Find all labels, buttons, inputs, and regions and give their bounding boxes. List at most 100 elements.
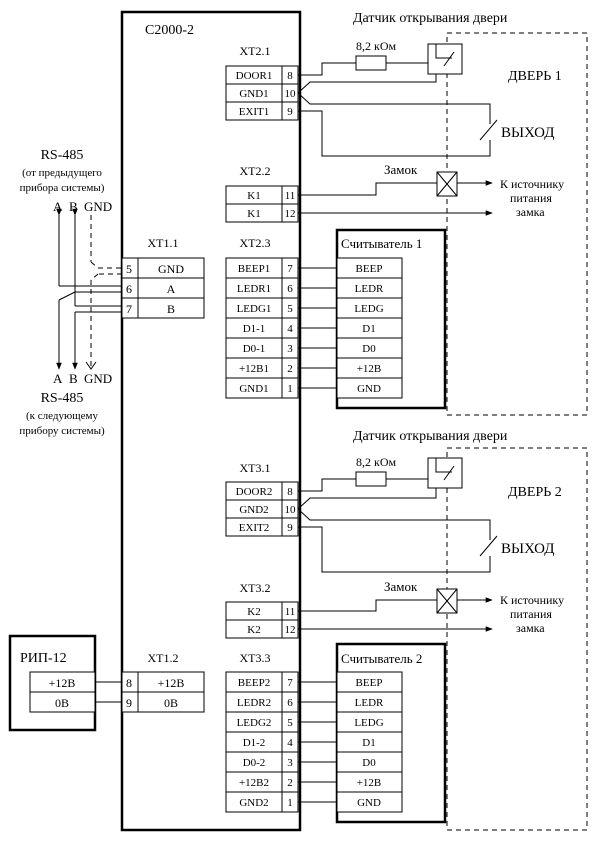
xt32-title: XT3.2	[240, 581, 271, 595]
xt12-label: +12В	[158, 676, 185, 690]
door1-exit-switch	[479, 119, 498, 141]
door1-power-3: замка	[516, 205, 545, 219]
door2-section: Датчик открывания двери ДВЕРЬ 2 XT3.1 DO…	[225, 429, 588, 831]
door1-label: ДВЕРЬ 1	[508, 69, 562, 84]
reader1-label: D1	[362, 323, 375, 335]
xt23-label: LEDR1	[237, 283, 271, 295]
reader2-label: BEEP	[356, 677, 383, 689]
xt33-label: D0-2	[243, 757, 266, 769]
reader1-title: Считыватель 1	[341, 236, 422, 251]
xt33-num: 5	[287, 717, 293, 729]
xt33-num: 3	[287, 757, 293, 769]
xt31-num: 9	[287, 522, 293, 534]
rs485-top-sub-2: прибора системы)	[20, 182, 105, 194]
xt33-label: +12В2	[239, 777, 269, 789]
rip12-terminals: +12В 0В	[29, 671, 96, 713]
xt33-label: LEDG2	[237, 717, 272, 729]
xt12-title: XT1.2	[148, 651, 179, 665]
xt31-num: 8	[287, 486, 293, 498]
xt12-block: 8 +12В 9 0В	[121, 671, 205, 713]
xt21-label: DOOR1	[236, 70, 273, 82]
xt11-num: 5	[126, 262, 132, 276]
xt23-rows: BEEP1 7 LEDR1 6 LEDG1 5 D1-1 4 D0-1 3 +1…	[225, 257, 299, 399]
xt32-label: K2	[247, 624, 260, 636]
reader1-label: GND	[357, 383, 381, 395]
xt31-label: DOOR2	[236, 486, 273, 498]
rs485-top-b: B	[69, 199, 78, 214]
xt22-num: 11	[285, 190, 296, 202]
door1-resistor-label: 8,2 кОм	[356, 39, 396, 53]
reader2-label: +12В	[357, 777, 382, 789]
xt32-num: 12	[285, 624, 296, 636]
xt31-label: EXIT2	[239, 522, 270, 534]
device-label: С2000-2	[145, 23, 194, 38]
reader1-label: D0	[362, 343, 376, 355]
xt23-num: 3	[287, 343, 293, 355]
xt33-rows: BEEP2 7 LEDR2 6 LEDG2 5 D1-2 4 D0-2 3 +1…	[225, 671, 299, 813]
rs485-bottom-sub-2: прибору системы)	[19, 425, 105, 437]
xt12-num: 8	[126, 676, 132, 690]
xt11-num: 7	[126, 302, 132, 316]
door2-lock-label: Замок	[384, 579, 418, 594]
reader2-label: LEDR	[355, 697, 384, 709]
xt31-num: 10	[285, 504, 297, 516]
xt21-num: 8	[287, 70, 293, 82]
rs485-bottom-b: B	[69, 371, 78, 386]
xt12-label: 0В	[164, 696, 178, 710]
xt31-label: GND2	[239, 504, 268, 516]
rs485-bottom-sub-1: (к следующему	[26, 410, 98, 422]
door1-dashed-area	[446, 32, 588, 416]
reader1-terminals: BEEP LEDR LEDG D1 D0 +12В GND	[336, 257, 403, 399]
rip12-title: РИП-12	[20, 651, 67, 666]
xt33-label: GND2	[239, 797, 268, 809]
reader1-label: LEDG	[354, 303, 383, 315]
xt11-label: A	[167, 282, 176, 296]
xt11-block: 5 GND 6 A 7 B	[121, 257, 205, 319]
door2-exit-label: ВЫХОД	[501, 541, 554, 557]
reader2-label: D1	[362, 737, 375, 749]
xt33-num: 7	[287, 677, 293, 689]
xt23-label: LEDG1	[237, 303, 272, 315]
xt23-num: 1	[287, 383, 293, 395]
xt23-num: 2	[287, 363, 293, 375]
door1-power-2: питания	[510, 191, 552, 205]
door2-resistor-label: 8,2 кОм	[356, 455, 396, 469]
rs485-top-gnd: GND	[84, 199, 112, 214]
xt32-label: K2	[247, 606, 260, 618]
rs485-top-title: RS-485	[41, 148, 84, 163]
door1-sensor	[427, 43, 463, 75]
xt11-title: XT1.1	[148, 236, 179, 250]
door2-power-1: К источнику	[500, 593, 564, 607]
reader1-label: +12В	[357, 363, 382, 375]
xt23-label: GND1	[239, 383, 268, 395]
door2-dashed-area	[446, 447, 588, 831]
xt33-label: D1-2	[243, 737, 266, 749]
door1-exit-label: ВЫХОД	[501, 125, 554, 141]
door1-section: Датчик открывания двери ДВЕРЬ 1 XT2.1 DO…	[225, 11, 588, 416]
xt22-label: K1	[247, 208, 260, 220]
rs485-bottom-gnd: GND	[84, 371, 112, 386]
rs485-bottom-a: A	[53, 371, 63, 386]
xt12-num: 9	[126, 696, 132, 710]
xt33-label: BEEP2	[238, 677, 270, 689]
door2-power-3: замка	[516, 621, 545, 635]
door1-lock-label: Замок	[384, 162, 418, 177]
door1-resistor	[355, 55, 387, 71]
xt21-title: XT2.1	[240, 44, 271, 58]
door2-power-2: питания	[510, 607, 552, 621]
door2-resistor	[355, 471, 387, 487]
xt33-num: 2	[287, 777, 293, 789]
xt22-num: 12	[285, 208, 296, 220]
door1-power-1: К источнику	[500, 177, 564, 191]
xt11-label: B	[167, 302, 175, 316]
rs485-bottom-title: RS-485	[41, 391, 84, 406]
reader1-label: BEEP	[356, 263, 383, 275]
xt23-label: +12В1	[239, 363, 269, 375]
door1-sensor-title: Датчик открывания двери	[353, 11, 508, 26]
reader2-label: D0	[362, 757, 376, 769]
rip12-label: +12В	[49, 676, 76, 690]
xt23-label: D0-1	[243, 343, 266, 355]
reader2-terminals: BEEP LEDR LEDG D1 D0 +12В GND	[336, 671, 403, 813]
xt11-label: GND	[158, 262, 184, 276]
